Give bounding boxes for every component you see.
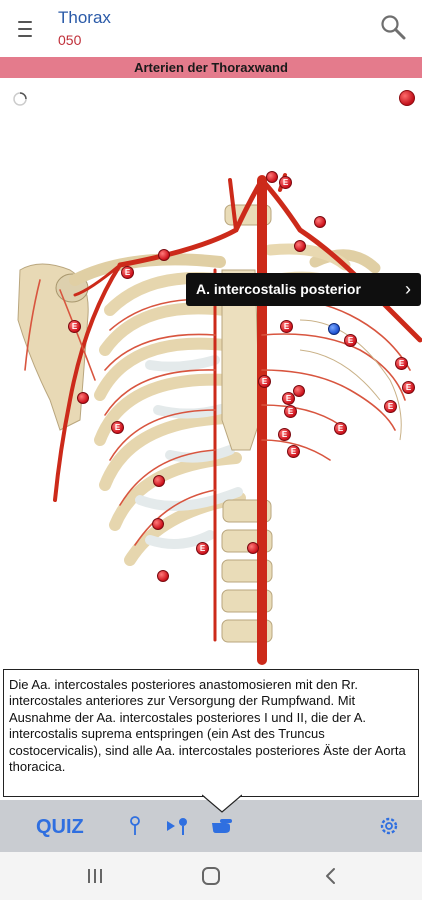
pin-icon[interactable] bbox=[287, 445, 300, 458]
chapter-title: Thorax bbox=[58, 8, 111, 27]
pin-icon[interactable] bbox=[77, 392, 89, 404]
pin-icon[interactable] bbox=[152, 518, 164, 530]
bottom-toolbar bbox=[0, 800, 422, 852]
pin-icon[interactable] bbox=[293, 385, 305, 397]
pin-icon[interactable] bbox=[314, 216, 326, 228]
pin-icon[interactable] bbox=[121, 266, 134, 279]
search-icon[interactable] bbox=[378, 12, 408, 42]
description-text: Die Aa. intercostales posteriores anasto… bbox=[9, 677, 406, 775]
panel-pointer bbox=[202, 794, 242, 813]
thorax-artwork bbox=[17, 173, 422, 665]
pin-icon[interactable] bbox=[282, 392, 295, 405]
pin-icon[interactable] bbox=[279, 176, 292, 189]
pin-icon[interactable] bbox=[68, 320, 81, 333]
description-panel: Die Aa. intercostales posteriores anasto… bbox=[3, 669, 419, 797]
structure-label: A. intercostalis posterior bbox=[196, 281, 361, 297]
home-icon[interactable] bbox=[200, 866, 222, 886]
record-icon[interactable] bbox=[399, 90, 415, 106]
spinner-icon[interactable] bbox=[12, 91, 28, 107]
recents-icon[interactable] bbox=[84, 866, 106, 886]
pin-icon[interactable] bbox=[384, 400, 397, 413]
hamburger-icon bbox=[18, 21, 32, 23]
pin-icon[interactable] bbox=[284, 405, 297, 418]
pin-icon[interactable] bbox=[124, 815, 146, 837]
pin-icon[interactable] bbox=[247, 542, 259, 554]
pin-icon[interactable] bbox=[111, 421, 124, 434]
app-header: Thorax 050 bbox=[0, 0, 422, 56]
pin-icon[interactable] bbox=[158, 249, 170, 261]
pin-icon[interactable] bbox=[328, 323, 340, 335]
page-number: 050 bbox=[58, 32, 82, 48]
pin-icon[interactable] bbox=[344, 334, 357, 347]
pin-icon[interactable] bbox=[196, 542, 209, 555]
pin-icon[interactable] bbox=[157, 570, 169, 582]
arrow-pin-icon[interactable] bbox=[165, 815, 191, 837]
anatomy-illustration bbox=[0, 120, 422, 675]
section-banner: Arterien der Thoraxwand bbox=[0, 57, 422, 78]
pin-icon[interactable] bbox=[395, 357, 408, 370]
chevron-right-icon[interactable]: › bbox=[405, 279, 411, 299]
back-icon[interactable] bbox=[320, 866, 342, 886]
pin-icon[interactable] bbox=[280, 320, 293, 333]
pin-icon[interactable] bbox=[334, 422, 347, 435]
pin-icon[interactable] bbox=[258, 375, 271, 388]
pin-icon[interactable] bbox=[266, 171, 278, 183]
quiz-button[interactable]: QUIZ bbox=[36, 816, 84, 838]
pin-icon[interactable] bbox=[153, 475, 165, 487]
system-nav-bar bbox=[0, 852, 422, 900]
menu-button[interactable] bbox=[14, 18, 36, 40]
pin-icon[interactable] bbox=[402, 381, 415, 394]
hand-pointer-icon[interactable] bbox=[210, 815, 236, 837]
pin-icon[interactable] bbox=[294, 240, 306, 252]
gear-icon[interactable] bbox=[378, 815, 400, 837]
pin-icon[interactable] bbox=[278, 428, 291, 441]
structure-label-popup[interactable]: A. intercostalis posterior › bbox=[186, 273, 421, 306]
